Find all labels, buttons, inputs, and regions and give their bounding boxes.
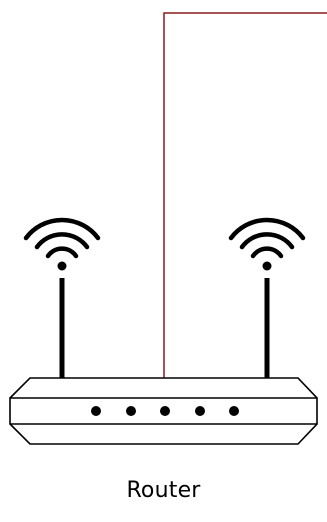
router-label: Router	[0, 478, 327, 504]
wifi-icon	[26, 220, 98, 271]
indicator-light	[229, 406, 239, 416]
indicator-light	[160, 406, 170, 416]
indicator-light	[91, 406, 101, 416]
network-cable	[164, 13, 327, 378]
wifi-icon	[231, 220, 303, 271]
indicator-light	[195, 406, 205, 416]
indicator-light	[126, 406, 136, 416]
